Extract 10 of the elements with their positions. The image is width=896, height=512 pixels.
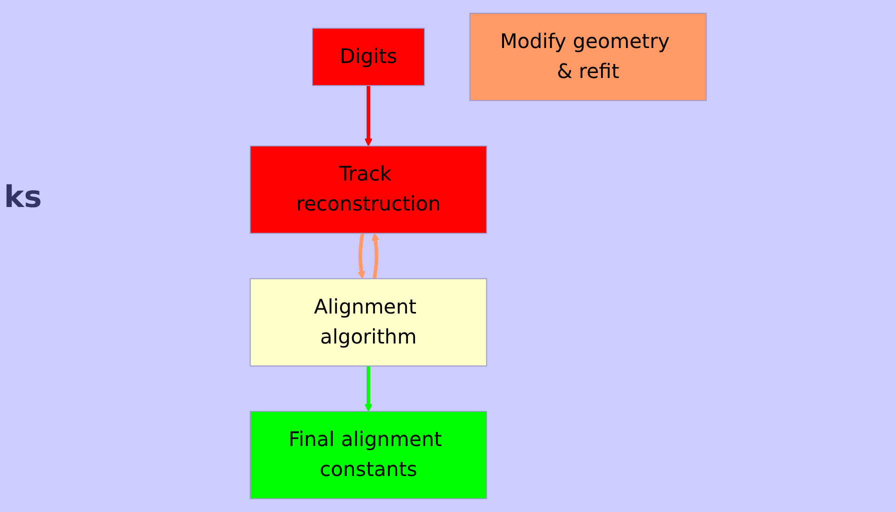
node-box: Modify geometry & refit [469, 12, 706, 101]
node-box: Final alignment constants [250, 411, 487, 500]
arrow [371, 232, 380, 279]
node-box: Alignment algorithm [250, 278, 487, 366]
arrow [357, 233, 366, 280]
arrow [364, 366, 372, 412]
text-fragment: ks [4, 180, 42, 215]
node-box: Digits [312, 28, 425, 86]
arrow [364, 86, 372, 146]
node-box: Track reconstruction [250, 146, 487, 234]
